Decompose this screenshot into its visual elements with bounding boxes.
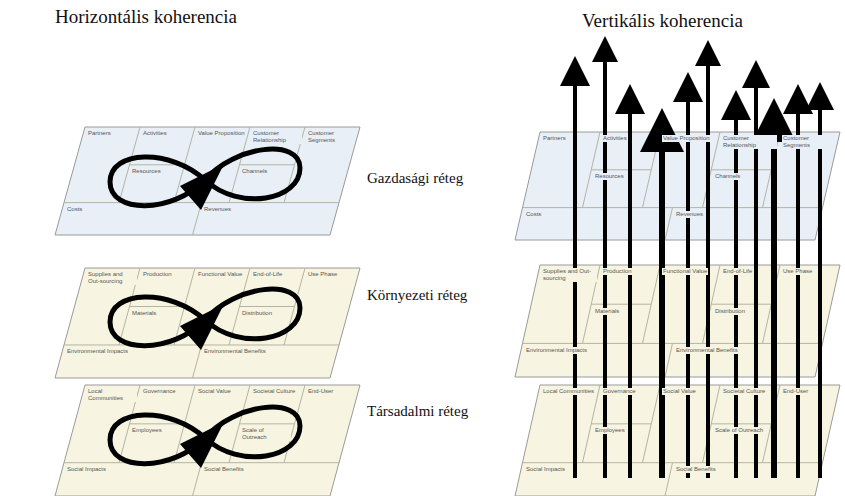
canvas-field-label: End-User xyxy=(782,388,809,395)
canvas-field-label: Environmental Impacts xyxy=(66,348,129,355)
canvas-field-label: Environmental Impacts xyxy=(525,347,588,354)
canvas-field-label: Resources xyxy=(131,168,162,175)
canvas-field-label: End-User xyxy=(307,388,334,395)
coherence-loop xyxy=(110,149,300,210)
canvas-field-label: Functional Value xyxy=(197,271,243,278)
canvas-field-label: Materials xyxy=(594,308,620,315)
layer-label: Gazdasági réteg xyxy=(367,170,463,187)
canvas-field-label: Resources xyxy=(594,173,625,180)
canvas-field-label: Production xyxy=(142,271,173,278)
environmental-plane xyxy=(55,268,360,378)
canvas-field-label: Social Benefits xyxy=(675,466,717,473)
canvas-field-label: Activities xyxy=(142,130,168,137)
canvas-field-label: Value Proposition xyxy=(197,130,246,137)
canvas-field-label: Environmental Benefits xyxy=(203,348,267,355)
canvas-field-label: Customer Segments xyxy=(782,135,834,149)
canvas-field-label: Governance xyxy=(602,388,637,395)
canvas-field-label: Distribution xyxy=(241,310,273,317)
canvas-field-label: Local Communities xyxy=(542,388,595,395)
canvas-field-label: Governance xyxy=(142,388,177,395)
canvas-field-label: Social Value xyxy=(197,388,232,395)
canvas-field-label: Social Value xyxy=(662,388,697,395)
canvas-field-label: Scale of Outreach xyxy=(714,427,764,434)
canvas-field-label: Revenues xyxy=(203,206,232,213)
canvas-field-label: Customer Relationship xyxy=(722,135,777,149)
social-plane xyxy=(515,385,840,496)
canvas-field-label: Societal Culture xyxy=(252,388,296,395)
canvas-field-label: Scale of Outreach xyxy=(241,427,291,441)
column-title: Vertikális koherencia xyxy=(582,10,743,32)
canvas-field-label: Costs xyxy=(66,206,83,213)
canvas-field-label: Use Phase xyxy=(782,268,813,275)
canvas-field-label: Functional Value xyxy=(662,268,708,275)
canvas-field-label: Partners xyxy=(542,135,567,142)
canvas-field-label: Supplies and Out-sourcing xyxy=(542,268,597,282)
canvas-field-label: Activities xyxy=(602,135,628,142)
canvas-field-label: Value Proposition xyxy=(662,135,711,142)
canvas-field-label: Customer Segments xyxy=(307,130,355,144)
canvas-field-label: Production xyxy=(602,268,633,275)
canvas-field-label: Local Communities xyxy=(87,388,137,402)
canvas-field-label: Social Benefits xyxy=(203,466,245,473)
canvas-field-label: Employees xyxy=(594,427,626,434)
canvas-field-label: Channels xyxy=(241,168,268,175)
canvas-field-label: Supplies and Out-sourcing xyxy=(87,271,137,285)
canvas-field-label: Environmental Benefits xyxy=(675,347,739,354)
canvas-field-label: Social Impacts xyxy=(525,466,566,473)
canvas-field-label: Distribution xyxy=(714,308,746,315)
canvas-field-label: Channels xyxy=(714,173,741,180)
layer-label: Környezeti réteg xyxy=(367,287,467,304)
coherence-loop xyxy=(110,407,300,468)
vertical-arrows xyxy=(560,36,834,478)
canvas-field-label: Customer Relationship xyxy=(252,130,302,144)
environmental-plane xyxy=(515,265,840,377)
canvas-field-label: Social Impacts xyxy=(66,466,107,473)
column-title: Horizontális koherencia xyxy=(55,6,237,28)
canvas-field-label: Costs xyxy=(525,211,542,218)
canvas-field-label: End-of-Life xyxy=(722,268,753,275)
canvas-field-label: End-of-Life xyxy=(252,271,283,278)
canvas-field-label: Employees xyxy=(131,427,163,434)
layer-label: Társadalmi réteg xyxy=(367,403,468,420)
canvas-field-label: Revenues xyxy=(675,211,704,218)
social-plane xyxy=(55,385,360,496)
economic-plane xyxy=(55,127,360,235)
canvas-field-label: Use Phase xyxy=(307,271,338,278)
canvas-field-label: Materials xyxy=(131,310,157,317)
canvas-field-label: Partners xyxy=(87,130,112,137)
canvas-field-label: Societal Culture xyxy=(722,388,766,395)
coherence-loop xyxy=(110,289,300,350)
